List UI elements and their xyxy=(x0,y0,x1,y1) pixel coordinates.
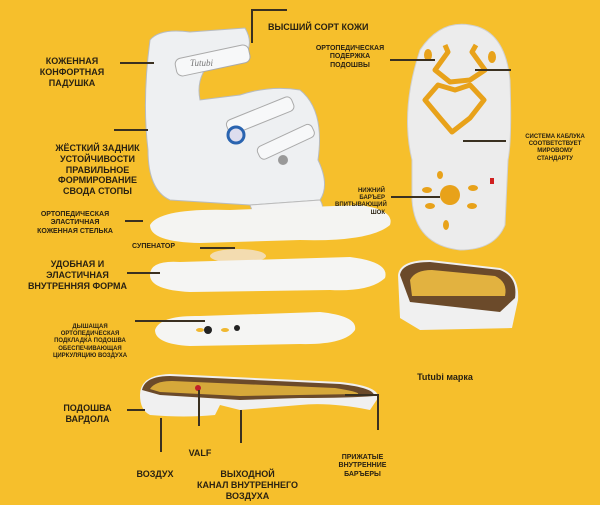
bottom-sole-image xyxy=(407,23,512,251)
heel-cup-image xyxy=(398,260,519,330)
label-brand-mark: Tutubi марка xyxy=(417,372,473,382)
leader-line xyxy=(127,272,160,274)
leader-line xyxy=(251,9,253,43)
leader-line xyxy=(114,129,148,131)
leader-line xyxy=(240,410,242,443)
label-heel-system: СИСТЕМА КАБЛУКА СООТВЕТСТВУЕТ МИРОВОМУ С… xyxy=(525,134,585,162)
leader-line xyxy=(390,59,435,61)
label-insole: ОРТОПЕДИЧЕСКАЯ ЭЛАСТИЧНАЯ КОЖЕННАЯ СТЕЛЬ… xyxy=(37,211,113,235)
label-barriers: ПРИЖАТЫЕ ВНУТРЕННИЕ БАРЪЕРЫ xyxy=(338,454,387,478)
outsole-image xyxy=(140,374,379,417)
label-inner-form: УДОБНАЯ И ЭЛАСТИЧНАЯ ВНУТРЕННЯЯ ФОРМА xyxy=(27,259,128,291)
leader-line xyxy=(475,69,511,71)
leader-line xyxy=(125,220,143,222)
label-sole: ПОДОШВА ВАРДОЛА xyxy=(63,403,112,424)
label-shock-barrier: НИЖНИЙ БАРЪЕР ВПИТЫВАЮЩИЙ ШОК xyxy=(335,188,387,216)
leader-line xyxy=(345,394,379,396)
sandal-logo: Tutubi xyxy=(190,58,214,68)
leader-line xyxy=(127,409,145,411)
breathing-lining-image xyxy=(155,312,356,346)
leader-line xyxy=(135,320,205,322)
label-breathing-lining: ДЫШАЩАЯ ОРТОПЕДИЧЕСКАЯ ПОДКЛАДКА ПОДОШВА… xyxy=(52,324,128,359)
label-cushion: КОЖЕННАЯ КОНФОРТНАЯ ПАДУШКА xyxy=(39,56,105,88)
leader-line xyxy=(200,247,235,249)
inner-form-image xyxy=(150,257,386,292)
label-valf: VALF xyxy=(188,448,212,458)
label-heel-counter: ЖЁСТКИЙ ЗАДНИК УСТОЙЧИВОСТИ ПРАВИЛЬНОЕ Ф… xyxy=(55,143,140,197)
leader-line xyxy=(391,196,440,198)
label-supinator: СУПЕНАТОР xyxy=(132,243,175,250)
label-air: ВОЗДУХ xyxy=(136,469,174,479)
leather-insole-image xyxy=(150,205,391,243)
leader-line xyxy=(377,394,379,430)
label-air-channel: ВЫХОДНОЙ КАНАЛ ВНУТРЕННЕГО ВОЗДУХА xyxy=(196,469,298,501)
sandal-image: Tutubi xyxy=(144,27,325,223)
leader-line xyxy=(198,390,200,426)
leader-line xyxy=(120,62,154,64)
leader-line xyxy=(160,418,162,452)
leader-line xyxy=(251,9,287,11)
supinator-image xyxy=(210,249,266,263)
label-top-leather: ВЫСШИЙ СОРТ КОЖИ xyxy=(268,22,369,32)
leader-line xyxy=(463,140,506,142)
label-arch-support: ОРТОПЕДИЧЕСКАЯ ПОДЕРЖКА ПОДОШВЫ xyxy=(315,45,385,69)
